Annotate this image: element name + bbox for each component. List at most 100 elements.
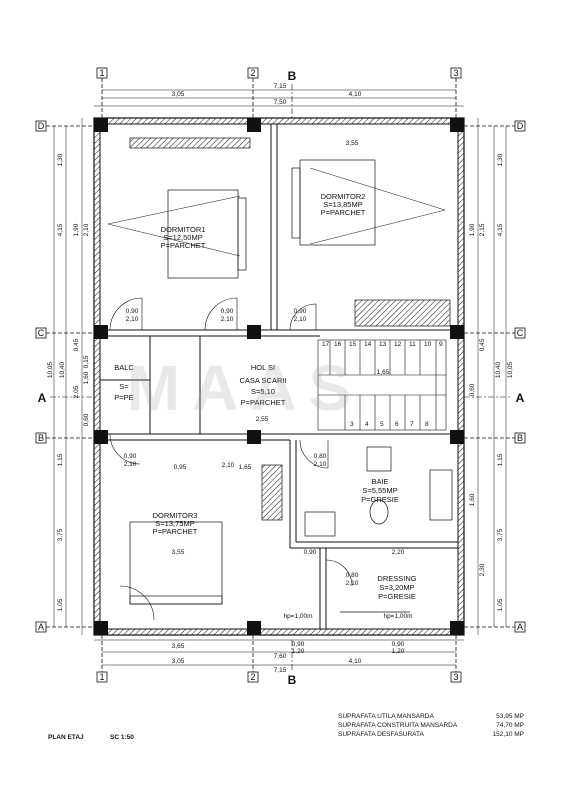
svg-text:hp=1,00m: hp=1,00m <box>283 613 312 620</box>
area-label: SUPRAFATA UTILA MANSARDA <box>338 713 434 720</box>
room-name-balcon: BALC <box>114 363 134 372</box>
dimension-texts: 3,05 4,10 7,15 7,50 3,55 3,65 7,60 3,05 … <box>47 83 514 674</box>
svg-text:2,30: 2,30 <box>479 563 486 576</box>
area-row: SUPRAFATA CONSTRUITA MANSARDA 74,70 MP <box>338 722 524 729</box>
section-a-left: A <box>38 391 47 405</box>
room-floor-dressing: P=GRESIE <box>378 592 416 601</box>
svg-text:2,10: 2,10 <box>126 316 139 323</box>
svg-text:3,05: 3,05 <box>172 658 185 665</box>
interior-walls <box>100 124 458 629</box>
room-floor-balcon: P=PE <box>114 393 133 402</box>
room-area-dressing: S=3,20MP <box>379 583 414 592</box>
svg-text:10: 10 <box>424 341 432 348</box>
svg-text:1,90: 1,90 <box>469 223 476 236</box>
room-area-hol: S=5,10 <box>251 387 275 396</box>
area-value: 74,70 MP <box>496 722 524 729</box>
svg-text:0,90: 0,90 <box>292 641 305 648</box>
svg-text:8: 8 <box>425 421 429 428</box>
room-name-dormitor2: DORMITOR2 <box>321 192 366 201</box>
svg-text:1,30: 1,30 <box>497 153 504 166</box>
svg-text:1,20: 1,20 <box>392 648 405 655</box>
door-dimensions: 0,90 2,10 0,90 2,10 0,90 2,10 0,90 2,10 … <box>124 308 413 620</box>
svg-text:1,05: 1,05 <box>497 598 504 611</box>
room-floor-hol: P=PARCHET <box>241 398 286 407</box>
svg-text:4,15: 4,15 <box>497 223 504 236</box>
svg-text:13: 13 <box>379 341 387 348</box>
svg-text:0,90: 0,90 <box>124 453 137 460</box>
svg-text:0,45: 0,45 <box>479 338 486 351</box>
svg-text:0,15: 0,15 <box>83 355 90 368</box>
svg-text:2,10: 2,10 <box>294 316 307 323</box>
svg-text:1,05: 1,05 <box>57 598 64 611</box>
section-b-bottom: B <box>288 673 297 687</box>
svg-text:1,60: 1,60 <box>83 371 90 384</box>
svg-text:0,90: 0,90 <box>126 308 139 315</box>
svg-text:0,90: 0,90 <box>392 641 405 648</box>
room-name-dressing: DRESSING <box>377 574 416 583</box>
room-area-baie: S=5,55MP <box>362 486 397 495</box>
svg-text:7: 7 <box>410 421 414 428</box>
svg-text:1,90: 1,90 <box>73 223 80 236</box>
bathtub-icon <box>304 511 336 537</box>
grid-row-b: B <box>38 433 44 443</box>
room-name-baie: BAIE <box>371 477 388 486</box>
svg-text:2,10: 2,10 <box>222 462 235 469</box>
svg-text:15: 15 <box>349 341 357 348</box>
grid-col-1-bottom: 1 <box>99 672 104 682</box>
svg-text:6: 6 <box>395 421 399 428</box>
svg-text:4,10: 4,10 <box>349 91 362 98</box>
area-summary: SUPRAFATA UTILA MANSARDA 53,95 MP SUPRAF… <box>338 713 524 738</box>
grid-row-d-right: D <box>517 121 524 131</box>
wardrobe-dormitor1 <box>129 137 251 149</box>
svg-text:4,10: 4,10 <box>349 658 362 665</box>
shower-icon <box>429 469 453 521</box>
svg-text:1,20: 1,20 <box>292 648 305 655</box>
room-floor-dormitor3: P=PARCHET <box>153 527 198 536</box>
svg-text:0,95: 0,95 <box>174 464 187 471</box>
svg-text:10,40: 10,40 <box>495 361 502 378</box>
svg-text:3,75: 3,75 <box>497 528 504 541</box>
dimension-lines <box>53 89 507 666</box>
svg-text:4,15: 4,15 <box>57 223 64 236</box>
area-label: SUPRAFATA DESFASURATA <box>338 731 424 738</box>
room-floor-dormitor2: P=PARCHET <box>321 208 366 217</box>
svg-text:1,15: 1,15 <box>57 453 64 466</box>
svg-text:11: 11 <box>409 341 416 348</box>
svg-text:5: 5 <box>380 421 384 428</box>
furniture <box>129 137 453 613</box>
svg-text:1,60: 1,60 <box>469 493 476 506</box>
svg-text:14: 14 <box>364 341 372 348</box>
svg-text:12: 12 <box>394 341 402 348</box>
stair-numbers: 17 16 15 14 13 12 11 10 9 3 4 5 6 7 8 1,… <box>256 341 443 428</box>
room-floor-baie: P=GRESIE <box>361 495 399 504</box>
svg-text:2,15: 2,15 <box>479 223 486 236</box>
stairs <box>317 339 447 431</box>
svg-text:2,10: 2,10 <box>221 316 234 323</box>
svg-text:0,90: 0,90 <box>294 308 307 315</box>
wardrobe-dormitor2 <box>354 299 451 327</box>
svg-text:2,10: 2,10 <box>124 461 137 468</box>
svg-text:16: 16 <box>334 341 342 348</box>
grid-axis-top <box>35 67 526 683</box>
grid-row-a-right: A <box>517 622 523 632</box>
room-name2-hol: CASA SCARII <box>239 376 286 385</box>
svg-text:2,20: 2,20 <box>392 549 405 556</box>
svg-text:7,50: 7,50 <box>274 99 287 106</box>
svg-text:7,60: 7,60 <box>274 653 287 660</box>
grid-row-b-right: B <box>517 433 523 443</box>
svg-text:3,65: 3,65 <box>172 643 185 650</box>
room-floor-dormitor1: P=PARCHET <box>161 241 206 250</box>
svg-text:1,15: 1,15 <box>497 453 504 466</box>
svg-text:0,60: 0,60 <box>469 383 476 396</box>
room-name-hol: HOL SI <box>251 363 275 372</box>
area-value: 53,95 MP <box>496 713 524 720</box>
svg-text:2,10: 2,10 <box>83 223 90 236</box>
grid-labels: 1 2 3 1 2 3 D C B A D C B A <box>38 68 524 682</box>
svg-text:0,80: 0,80 <box>346 572 359 579</box>
svg-text:7,15: 7,15 <box>274 667 287 674</box>
svg-text:2,10: 2,10 <box>346 580 359 587</box>
grid-col-2-bottom: 2 <box>250 672 255 682</box>
svg-text:10,05: 10,05 <box>507 361 514 378</box>
area-row: SUPRAFATA DESFASURATA 152,10 MP <box>338 731 524 738</box>
